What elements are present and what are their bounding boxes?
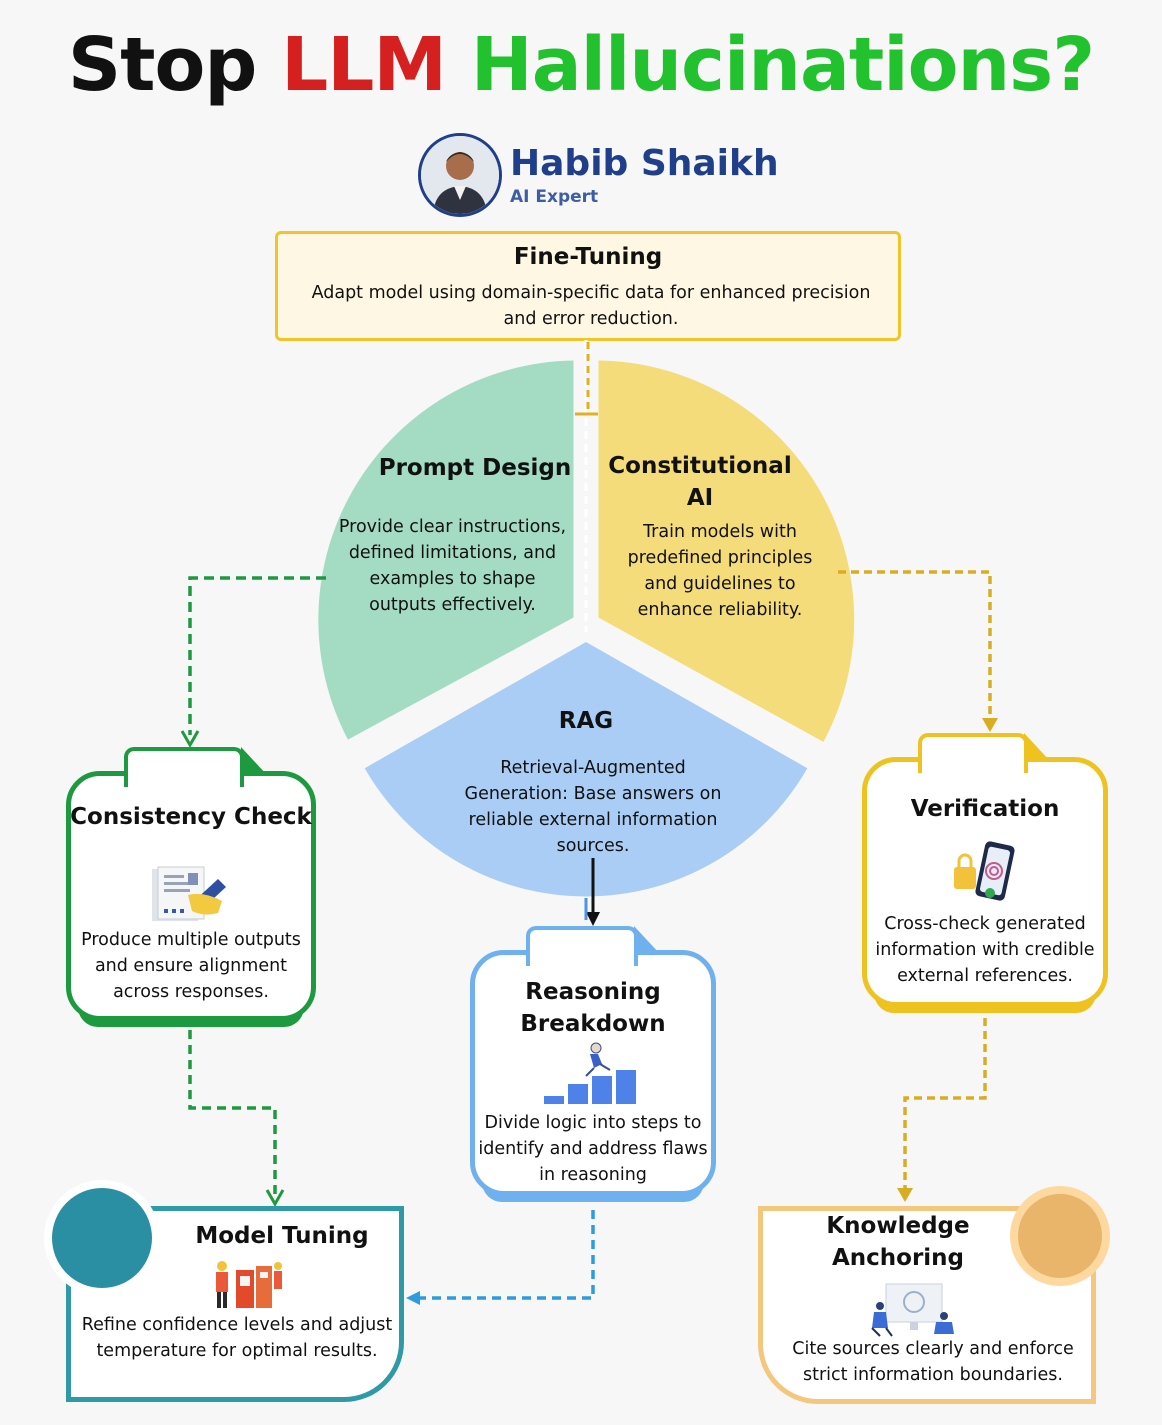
prompt-to-consistency-arrowhead — [180, 730, 200, 749]
author-role: AI Expert — [510, 187, 599, 207]
model-tuning-title: Model Tuning — [195, 1223, 369, 1249]
people-screen-icon — [871, 1283, 954, 1337]
model-tuning-card: Model Tuning Refine confidence levels an… — [44, 1180, 404, 1404]
verification-to-anchoring-arrowhead — [897, 1188, 913, 1202]
verification-description: Cross-check generated information with c… — [875, 914, 1095, 986]
consistency-card-tab-fold — [241, 747, 267, 775]
constitutional-ai-description: Train models with predefined principles … — [627, 522, 813, 620]
author-name: Habib Shaikh — [510, 143, 779, 184]
verification-to-anchoring-arrow — [903, 1018, 987, 1192]
reasoning-breakdown-title: Reasoning Breakdown — [520, 979, 666, 1037]
knowledge-anchoring-badge-circle — [1010, 1186, 1110, 1286]
title-part-hallucinations: Hallucinations? — [470, 22, 1095, 108]
verification-card-tab-fold — [1024, 733, 1050, 761]
reasoning-card-tab-fold — [634, 926, 660, 954]
fine-tuning-description: Adapt model using domain-specific data f… — [311, 283, 871, 329]
title-part-stop: Stop — [67, 22, 257, 108]
step-chart-icon — [544, 1042, 636, 1104]
fingerprint-phone-icon — [954, 841, 1015, 901]
reasoning-card-body — [470, 950, 716, 1196]
consistency-card-tab — [124, 747, 244, 787]
fine-tuning-title: Fine-Tuning — [513, 244, 663, 270]
person-icon — [421, 136, 499, 214]
title-part-llm: LLM — [281, 22, 447, 108]
constitutional-ai-title: Constitutional AI — [608, 453, 792, 511]
prompt-to-consistency-arrow — [188, 576, 326, 735]
reasoning-to-model-arrow — [416, 1210, 595, 1300]
reasoning-card-tab — [526, 926, 638, 966]
reasoning-to-model-arrowhead — [406, 1291, 420, 1305]
verification-card-tab — [918, 733, 1028, 773]
page-title: Stop LLM Hallucinations? — [0, 22, 1162, 108]
constitutional-to-verification-arrow — [838, 570, 992, 722]
reasoning-breakdown-description: Divide logic into steps to identify and … — [478, 1113, 708, 1185]
verification-card: Verification Cross-check generated infor… — [862, 733, 1108, 1013]
document-signing-icon — [152, 866, 226, 921]
consistency-to-model-arrow — [188, 1030, 277, 1196]
rag-to-reasoning-arrowhead — [586, 912, 600, 926]
constitutional-to-verification-arrowhead — [982, 718, 998, 732]
model-tuning-badge-circle — [44, 1180, 160, 1296]
verification-title: Verification — [910, 796, 1060, 822]
reasoning-breakdown-card: Reasoning Breakdown Divide logic into st… — [470, 926, 716, 1202]
consistency-check-description: Produce multiple outputs and ensure alig… — [81, 930, 301, 1002]
rag-description: Retrieval-Augmented Generation: Base ans… — [464, 758, 722, 856]
knowledge-anchoring-description: Cite sources clearly and enforce strict … — [792, 1339, 1074, 1385]
consistency-check-card: Consistency Check Produce multiple outpu… — [66, 747, 316, 1027]
knowledge-anchoring-card: Knowledge Anchoring Cite sources clearly… — [758, 1186, 1110, 1406]
consistency-to-model-arrowhead — [265, 1189, 285, 1208]
consistency-check-title: Consistency Check — [70, 804, 312, 830]
rag-title: RAG — [558, 708, 614, 734]
prompt-design-title: Prompt Design — [378, 455, 572, 481]
knowledge-anchoring-title: Knowledge Anchoring — [826, 1213, 970, 1271]
prompt-design-segment — [318, 360, 574, 740]
model-tuning-description: Refine confidence levels and adjust temp… — [81, 1315, 393, 1361]
fine-tuning-box: Fine-Tuning Adapt model using domain-spe… — [275, 231, 901, 341]
prompt-design-description: Provide clear instructions, defined limi… — [338, 517, 567, 615]
avatar — [418, 133, 502, 217]
rag-segment — [364, 642, 808, 897]
author-block: Habib Shaikh AI Expert — [418, 133, 838, 217]
constitutional-ai-segment — [598, 360, 855, 742]
workers-machine-icon — [216, 1261, 282, 1308]
